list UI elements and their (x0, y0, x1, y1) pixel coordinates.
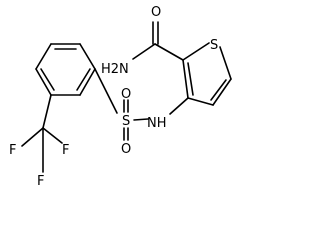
bond (182, 59, 189, 99)
bond (79, 68, 96, 96)
atom-fluorine-left: F (9, 143, 16, 158)
atom-amide-nh2: H2N (101, 62, 129, 77)
bond (133, 118, 149, 121)
bond (187, 97, 214, 106)
double-bond-inner (187, 62, 194, 96)
bond (79, 43, 96, 70)
atom-sulfonyl-oxygen-bottom: O (121, 142, 131, 157)
bond (132, 43, 156, 60)
atom-fluorine-bottom: F (37, 174, 44, 189)
bond (42, 127, 63, 144)
bond (169, 97, 189, 115)
bond (35, 43, 52, 70)
bond (219, 46, 232, 80)
atom-sulfonyl-oxygen-top: O (121, 87, 131, 102)
thiophene-ring (182, 42, 232, 106)
structure-diagram: O H2N S NH S O O F F F (9, 5, 232, 189)
bond (35, 68, 52, 96)
atom-fluorine-right: F (62, 143, 69, 158)
bond (94, 68, 118, 114)
bond (154, 43, 184, 61)
bond (182, 42, 210, 61)
bond (42, 94, 52, 129)
double-bond-inner (40, 68, 55, 91)
atom-sulfonyl-sulfur: S (122, 114, 130, 129)
benzene-ring (35, 43, 96, 96)
atom-thiophene-sulfur: S (210, 38, 218, 53)
atom-sulfonamide-nh: NH (147, 116, 167, 131)
double-bond-inner (76, 68, 91, 91)
atom-oxygen-carbonyl: O (151, 5, 161, 20)
bond (212, 78, 232, 106)
bond (21, 127, 44, 147)
double-bond-inner (210, 79, 227, 101)
